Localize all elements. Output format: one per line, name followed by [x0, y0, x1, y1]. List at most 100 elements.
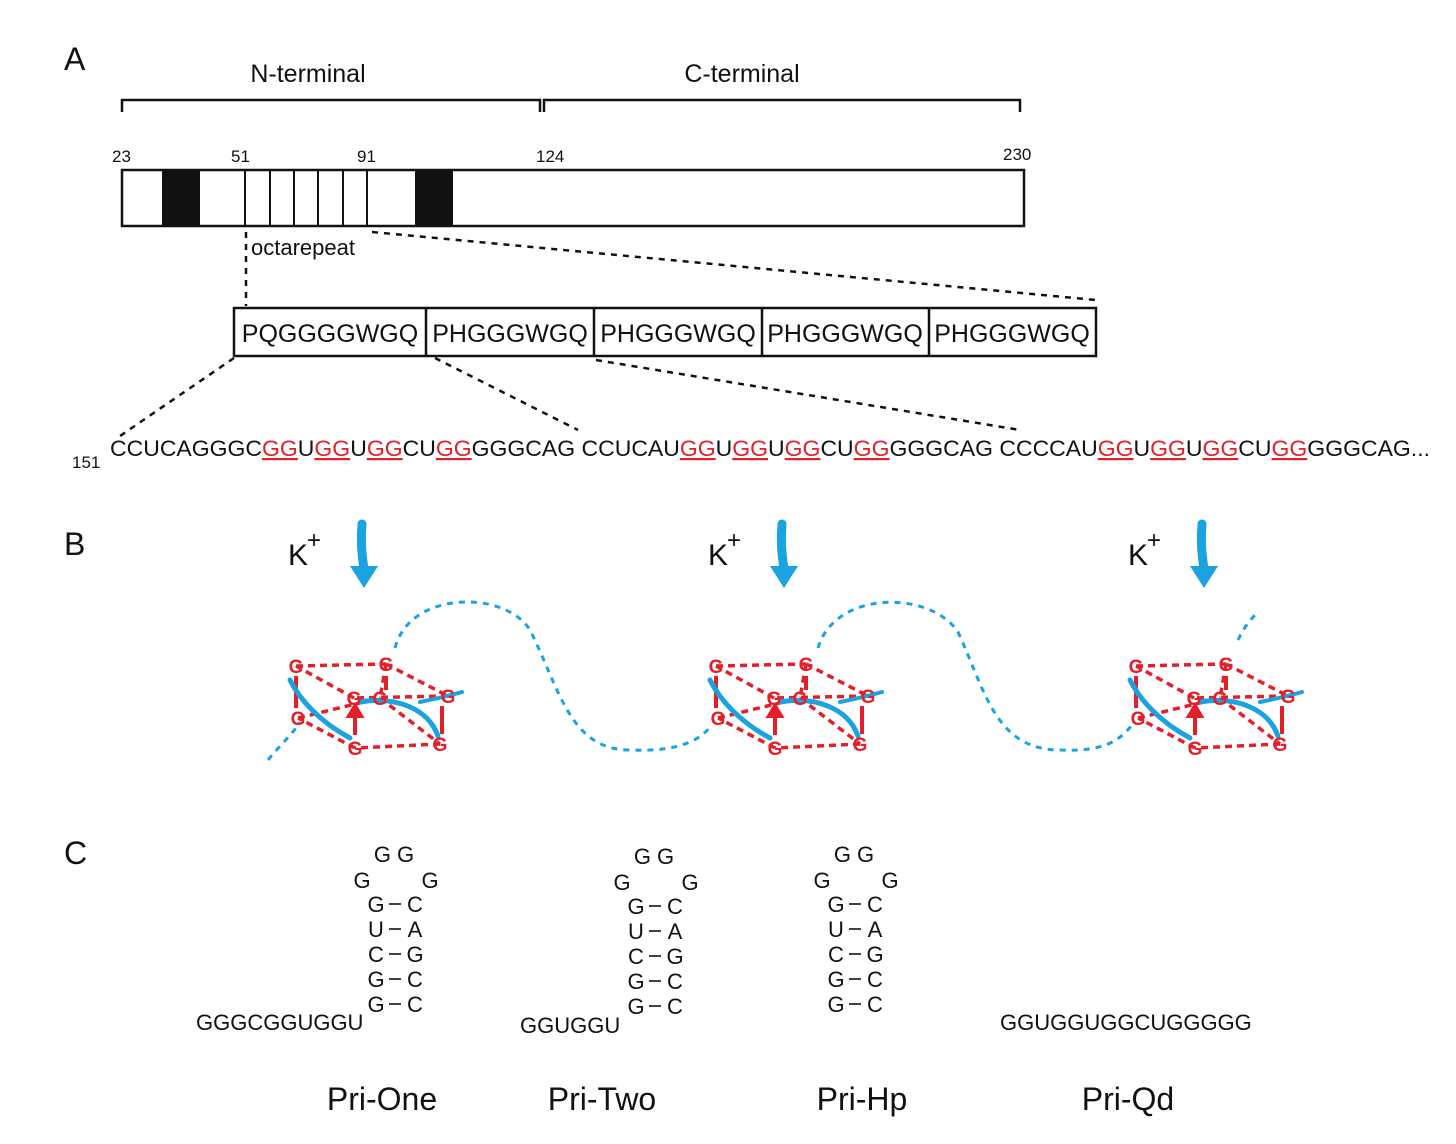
stem-base-left: C: [628, 944, 644, 969]
repeat-4: PHGGGWGQ: [767, 320, 923, 348]
backbone-strand: [1127, 677, 1193, 741]
stacking-links: [1134, 676, 1284, 735]
gg-motif: GG: [854, 436, 890, 461]
backbone-strand: [838, 690, 884, 704]
stem-base-left: U: [828, 917, 844, 942]
stem-base-left: G: [367, 892, 384, 917]
repeat-3: PHGGGWGQ: [600, 320, 756, 348]
gg-motif: GG: [1098, 436, 1134, 461]
guanine-label: G: [861, 687, 876, 708]
loop-left: G: [813, 868, 830, 893]
stem-base-left: G: [367, 992, 384, 1017]
stem-base-left: G: [827, 892, 844, 917]
guanine-label: G: [1129, 657, 1144, 678]
stem-base-left: G: [827, 992, 844, 1017]
c-terminal-label: C-terminal: [684, 60, 799, 88]
stem-base-left: G: [627, 994, 644, 1019]
loop-top: G G: [834, 842, 874, 867]
guanine-label: G: [1187, 689, 1202, 710]
guanine-label: G: [1219, 655, 1234, 676]
protein-domain-bar: [120, 168, 1026, 228]
stacking-links: [714, 676, 864, 735]
position-51: 51: [231, 147, 250, 166]
sequence-segment: GGGCAG CCCCAU: [889, 436, 1097, 461]
hydrophobic-block-2: [415, 170, 453, 226]
construct-label: Pri-Hp: [817, 1081, 908, 1117]
potassium-ion-label: K: [708, 539, 728, 572]
loop-left: G: [353, 868, 370, 893]
hydrophobic-block-1: [162, 170, 200, 226]
sequence-segment: GGGCAG CCUCAU: [472, 436, 680, 461]
arrow-down-icon: [770, 519, 798, 588]
sequence-segment: CCUCAGGGC: [110, 436, 262, 461]
stem-base-right: C: [867, 992, 883, 1017]
position-124: 124: [536, 147, 564, 166]
stem-base-right: A: [868, 917, 883, 942]
n-terminal-label: N-terminal: [250, 60, 365, 88]
sequence-start-position: 151: [72, 453, 100, 472]
sequence-segment: GGGCAG...: [1307, 436, 1430, 461]
stem-base-right: C: [867, 892, 883, 917]
position-230: 230: [1003, 145, 1031, 164]
stem-base-right: G: [866, 942, 883, 967]
zoom-lines: [119, 230, 1097, 438]
gg-motif: GG: [262, 436, 298, 461]
gg-motif: GG: [1272, 436, 1308, 461]
gg-motif: GG: [680, 436, 716, 461]
hoogsteen-bonds: [295, 662, 449, 750]
stem-base-left: G: [827, 967, 844, 992]
stem-base-right: A: [408, 917, 423, 942]
hairpin-tail: GGUGGU: [520, 1013, 620, 1038]
ion-charge: +: [727, 527, 741, 554]
guanine-label: G: [799, 655, 814, 676]
stem-base-right: C: [407, 967, 423, 992]
pri-qd-label: Pri-Qd: [1082, 1081, 1174, 1117]
guanine-label: G: [1281, 687, 1296, 708]
stem-base-right: C: [867, 967, 883, 992]
gg-motif: GG: [1203, 436, 1239, 461]
backbone-strand: [357, 698, 441, 739]
backbone-strand: [707, 677, 773, 741]
guanine-label: G: [347, 689, 362, 710]
stem-base-left: G: [627, 894, 644, 919]
loop-top: G G: [374, 842, 414, 867]
sequence-segment: U: [1186, 436, 1203, 461]
guanine-label: G: [441, 687, 456, 708]
stem-base-right: G: [406, 942, 423, 967]
position-23: 23: [112, 147, 131, 166]
sequence-segment: U: [716, 436, 733, 461]
stem-base-right: C: [667, 894, 683, 919]
stem-base-left: G: [627, 969, 644, 994]
panel-label-a: A: [64, 41, 86, 77]
potassium-ion-label: K: [1128, 539, 1148, 572]
hoogsteen-bonds: [715, 662, 869, 750]
repeat-2: PHGGGWGQ: [432, 320, 588, 348]
octarepeat-boxes: PQGGGGWGQ PHGGGWGQ PHGGGWGQ PHGGGWGQ PHG…: [232, 306, 1098, 358]
position-91: 91: [357, 147, 376, 166]
guanine-label: G: [793, 689, 808, 710]
construct-label: Pri-One: [327, 1081, 437, 1117]
sequence-segment: CU: [1238, 436, 1271, 461]
guanine-label: G: [373, 689, 388, 710]
guanine-label: G: [433, 735, 448, 756]
panel-label-b: B: [64, 526, 85, 562]
arrow-down-icon: [1190, 519, 1218, 588]
octarepeat-label: octarepeat: [251, 235, 355, 260]
potassium-ion-label: K: [288, 539, 308, 572]
ion-charge: +: [307, 527, 321, 554]
guanine-label: G: [768, 739, 783, 760]
guanine-label: G: [379, 655, 394, 676]
backbone-strand: [1258, 690, 1304, 704]
backbone-strand: [777, 698, 861, 739]
stem-base-right: C: [407, 892, 423, 917]
stem-base-left: G: [367, 967, 384, 992]
gg-motif: GG: [1150, 436, 1186, 461]
